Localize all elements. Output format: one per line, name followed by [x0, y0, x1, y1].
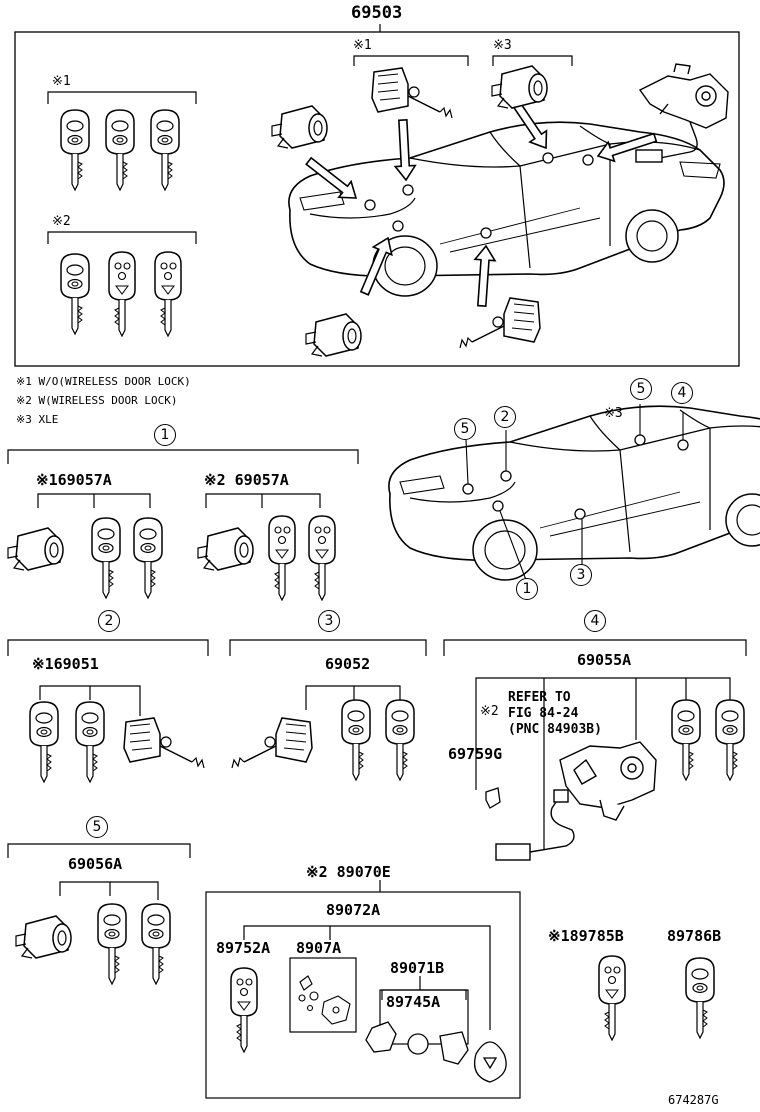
location-marker-1: 1: [516, 578, 538, 600]
note-mark-3: ※3: [604, 406, 623, 421]
part-number-89071b[interactable]: 89071B: [390, 959, 445, 977]
trunk-lock-cylinder-icon: [491, 65, 548, 109]
bracket-part-icon: [485, 787, 501, 809]
group-3-bracket: [229, 639, 427, 710]
key-icon: [150, 109, 180, 191]
car-reference-illustration: [388, 405, 760, 581]
refer-text-1: REFER TO: [508, 690, 571, 705]
bracket-keys-wireless: [47, 231, 197, 244]
remote-key-icon: [230, 967, 258, 1053]
group-6-box: [205, 880, 521, 1099]
group-4-index: 4: [584, 610, 606, 632]
location-marker-3: 3: [570, 564, 592, 586]
key-icon: [29, 701, 59, 783]
key-icon: [91, 517, 121, 599]
group-3-index: 3: [318, 610, 340, 632]
refer-figure-link[interactable]: FIG 84-24: [508, 706, 579, 721]
car-reference-leaders: [465, 404, 684, 581]
car-illustration: [288, 121, 725, 297]
part-number-89752a[interactable]: 89752A: [216, 939, 271, 957]
key-icon: [60, 109, 90, 191]
note-mark-1: ※1: [52, 74, 71, 89]
note-mark-2: ※2: [480, 704, 499, 719]
part-number-89070e[interactable]: ※2 89070E: [306, 863, 391, 881]
part-number-8907a[interactable]: 8907A: [296, 939, 342, 957]
steering-lock-assembly-icon: [495, 741, 657, 861]
trunk-lock-cylinder-icon: [15, 915, 72, 959]
part-number-69056a[interactable]: 69056A: [68, 855, 123, 873]
part-number-89785b[interactable]: ※189785B: [548, 927, 624, 945]
diagram-id: 674287G: [668, 1093, 719, 1107]
ignition-lock-cylinder-icon: [123, 717, 205, 769]
door-lock-cylinder-icon: [271, 105, 328, 149]
bracket-keys-w-o-wireless: [47, 91, 197, 104]
key-icon: [671, 699, 701, 781]
part-number-69052[interactable]: 69052: [325, 655, 371, 673]
steering-lock-assembly-icon: [635, 63, 729, 163]
key-icon: [685, 957, 715, 1039]
key-icon: [715, 699, 745, 781]
part-number-69055a[interactable]: 69055A: [577, 651, 632, 669]
car-location-dots: [364, 152, 594, 239]
key-icon: [105, 109, 135, 191]
top-assembly-box: [14, 24, 740, 367]
note-line-3: ※3 XLE: [16, 413, 59, 426]
note-mark-3: ※3: [493, 38, 512, 53]
key-icon: [60, 253, 90, 335]
transmitter-board-icon: [298, 975, 351, 1025]
part-number-89745a[interactable]: 89745A: [386, 993, 441, 1011]
note-line-2: ※2 W(WIRELESS DOOR LOCK): [16, 394, 178, 407]
key-icon: [133, 517, 163, 599]
group-1-index: 1: [154, 424, 176, 446]
remote-key-icon: [598, 955, 626, 1041]
remote-key-icon: [268, 515, 296, 601]
bracket-ignition-cyl: [353, 55, 469, 66]
note-mark-2: ※2: [52, 214, 71, 229]
door-lock-with-rod-icon: [459, 297, 541, 349]
remote-key-icon: [108, 251, 136, 337]
key-icon: [141, 903, 171, 985]
remote-key-icon: [154, 251, 182, 337]
location-marker-5: 5: [630, 378, 652, 400]
key-icon: [385, 699, 415, 781]
group-2-bracket: [7, 639, 209, 716]
part-number-69759g[interactable]: 69759G: [448, 745, 503, 763]
refer-pnc-link[interactable]: (PNC 84903B): [508, 722, 602, 737]
location-marker-2: 2: [494, 406, 516, 428]
door-lock-cylinder-icon: [305, 313, 362, 357]
group-5-bracket: [7, 843, 191, 900]
part-number-69057a-w[interactable]: ※2 69057A: [204, 471, 289, 489]
top-assembly-number[interactable]: 69503: [351, 3, 403, 23]
door-lock-cylinder-icon: [197, 527, 254, 571]
group-4-bracket: [443, 639, 747, 850]
ignition-lock-cylinder-icon: [371, 67, 453, 119]
group-1-bracket: [7, 449, 359, 508]
part-number-89072a[interactable]: 89072A: [326, 901, 381, 919]
note-line-1: ※1 W/O(WIRELESS DOOR LOCK): [16, 375, 191, 388]
note-mark-1: ※1: [353, 38, 372, 53]
part-number-69051[interactable]: ※169051: [32, 655, 99, 673]
car-reference-dots: [462, 434, 689, 520]
location-marker-4: 4: [671, 382, 693, 404]
door-lock-cylinder-icon: [7, 527, 64, 571]
part-number-69057a-w-o[interactable]: ※169057A: [36, 471, 112, 489]
key-icon: [75, 701, 105, 783]
remote-key-icon: [308, 515, 336, 601]
group-5-index: 5: [86, 816, 108, 838]
location-marker-5: 5: [454, 418, 476, 440]
battery-and-case-icon: [365, 1021, 507, 1083]
part-number-89786b[interactable]: 89786B: [667, 927, 722, 945]
bracket-trunk-cyl: [492, 55, 573, 66]
key-icon: [341, 699, 371, 781]
group-2-index: 2: [98, 610, 120, 632]
door-lock-with-rod-icon: [231, 717, 313, 769]
key-icon: [97, 903, 127, 985]
